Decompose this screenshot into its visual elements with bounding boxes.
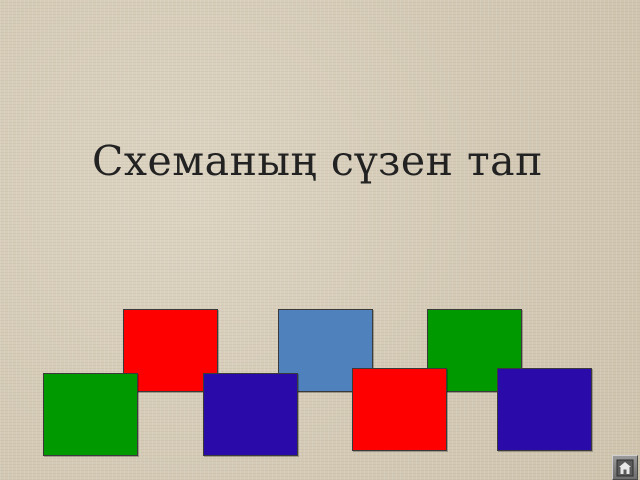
scheme-block-indigo [203, 373, 298, 456]
slide-title: Схеманың сүзен тап [92, 137, 543, 185]
home-icon [616, 459, 634, 477]
scheme-block-red [123, 309, 218, 392]
home-button[interactable] [612, 455, 638, 480]
scheme-block-indigo [497, 368, 592, 451]
scheme-block-red [352, 368, 447, 451]
scheme-block-green [43, 373, 138, 456]
